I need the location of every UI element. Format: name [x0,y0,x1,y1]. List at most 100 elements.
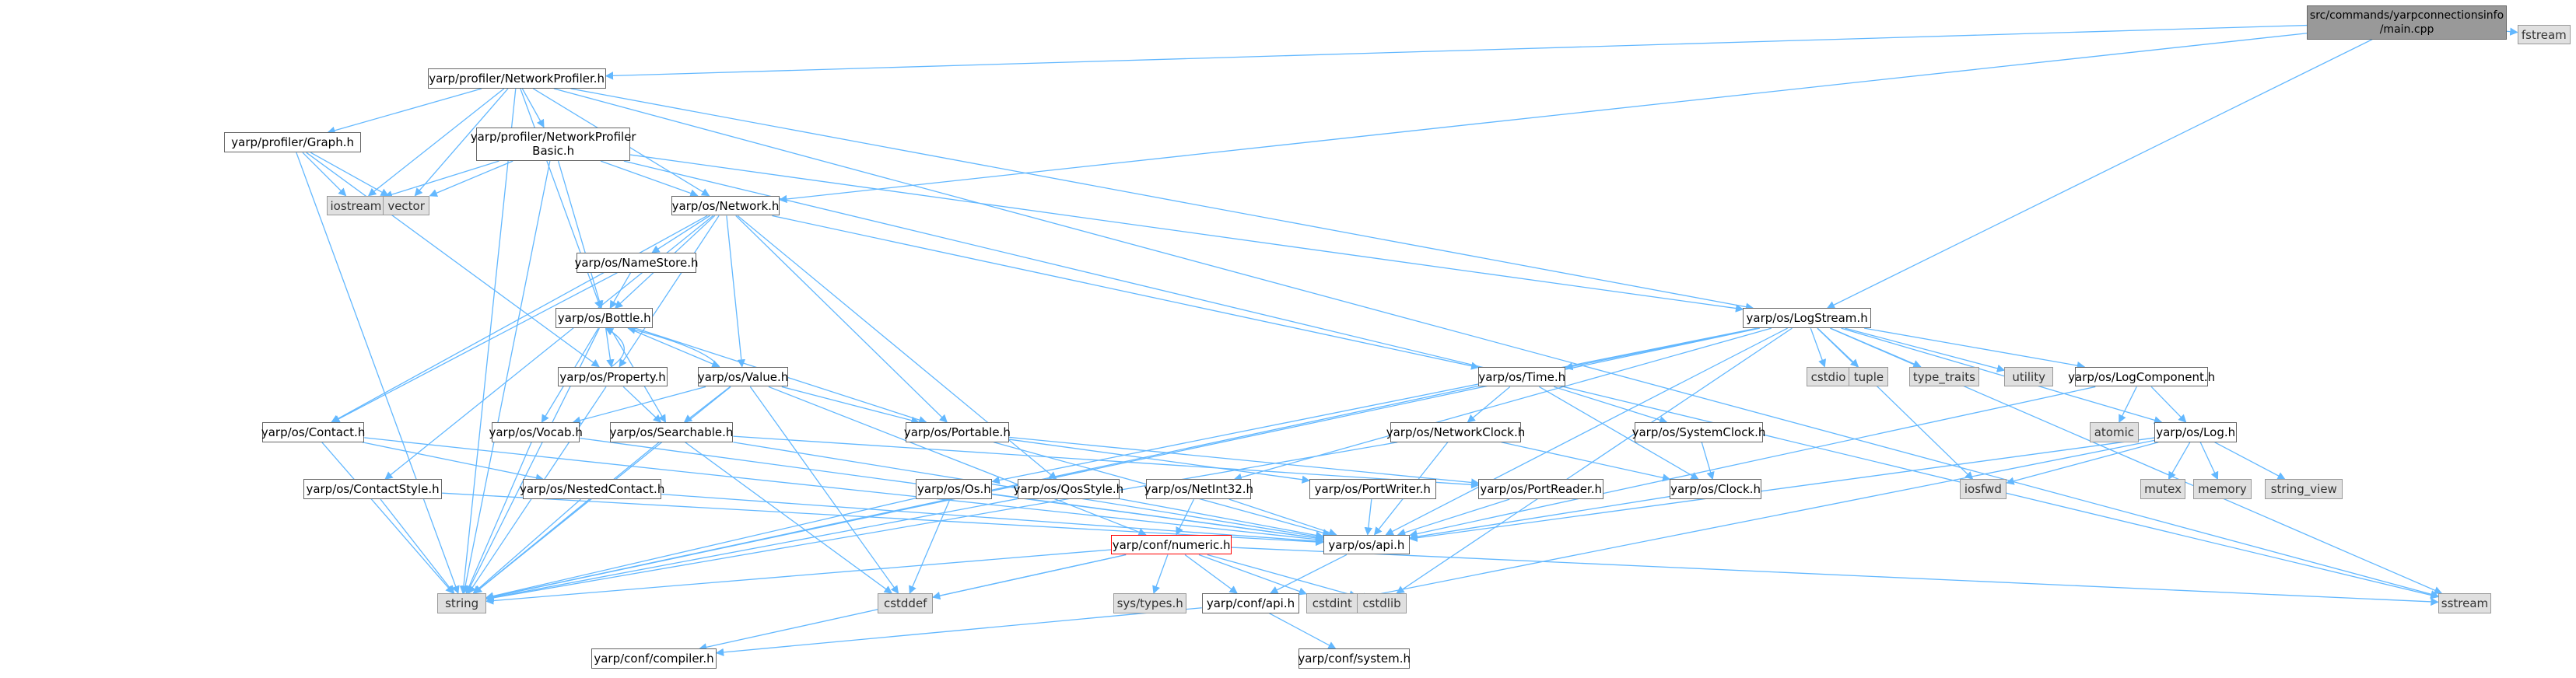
node-stringview: string_view [2265,479,2343,500]
edge-logstream-to-apih [1385,327,1788,536]
node-property[interactable]: yarp/os/Property.h [558,366,668,387]
edge-portable-to-portwriter [1008,439,1310,484]
node-system[interactable]: yarp/conf/system.h [1298,648,1411,669]
node-portable[interactable]: yarp/os/Portable.h [904,422,1011,442]
edge-log-to-stringview [2214,442,2286,480]
node-contactstyle[interactable]: yarp/os/ContactStyle.h [303,479,443,500]
node-systemclock[interactable]: yarp/os/SystemClock.h [1632,422,1765,442]
edge-logcomponent-to-atomic [2119,386,2137,423]
edge-value-to-bottle [627,326,720,368]
edge-os-to-string [485,497,916,600]
edge-netprof-to-sstream [553,88,2439,599]
node-cstddef: cstddef [878,593,933,613]
node-memory: memory [2193,479,2252,500]
node-fstream: fstream [2517,24,2571,45]
edge-os-to-apih [992,494,1324,542]
node-qosstyle[interactable]: yarp/os/QosStyle.h [1014,479,1123,500]
edge-searchable-to-string [473,442,660,594]
edge-log-to-mutex [2168,442,2191,481]
edge-network-to-namestore [651,215,710,253]
edge-logstream-to-log [1841,327,2163,425]
node-confapi[interactable]: yarp/conf/api.h [1201,593,1300,613]
node-contact[interactable]: yarp/os/Contact.h [261,422,365,442]
node-searchable[interactable]: yarp/os/Searchable.h [610,422,733,442]
node-networkclock[interactable]: yarp/os/NetworkClock.h [1386,422,1525,442]
edge-value-to-portable [781,386,920,425]
edge-log-to-apih [1409,437,2155,542]
node-nestedcontact[interactable]: yarp/os/NestedContact.h [520,479,664,500]
node-vocab[interactable]: yarp/os/Vocab.h [489,422,583,442]
edge-graph-to-string [296,152,460,594]
edge-namestore-to-contact [331,272,618,423]
edge-property-to-bottle [605,327,625,368]
edge-netprof-to-bottle [520,88,602,309]
edge-logstream-to-netint32 [1233,327,1772,481]
node-iostream: iostream [327,195,385,216]
edge-netprofbasic-to-network [600,160,699,197]
node-portreader[interactable]: yarp/os/PortReader.h [1478,479,1604,500]
edge-logcomponent-to-log [2150,386,2187,423]
edge-bottle-to-string [466,327,600,594]
node-time[interactable]: yarp/os/Time.h [1478,366,1565,387]
node-bottle[interactable]: yarp/os/Bottle.h [556,308,654,329]
edge-systemclock-to-clock [1701,442,1715,481]
edge-netprof-to-graph [327,88,482,135]
edge-portable-to-portreader [1008,436,1480,487]
edge-numeric-to-sstream [1231,547,2439,606]
node-atomic: atomic [2090,422,2139,442]
node-namestore[interactable]: yarp/os/NameStore.h [574,253,698,273]
node-utility: utility [2004,366,2053,387]
edge-value-to-numeric [768,386,1147,536]
edge-log-to-memory [2199,442,2219,481]
edge-netprofbasic-to-iostream [384,160,499,199]
node-compiler[interactable]: yarp/conf/compiler.h [591,648,717,669]
node-log[interactable]: yarp/os/Log.h [2154,422,2238,442]
edge-graph-to-vector [310,152,389,197]
node-numeric[interactable]: yarp/conf/numeric.h [1111,534,1232,555]
edge-qosstyle-to-string [485,498,1018,602]
node-netprof[interactable]: yarp/profiler/NetworkProfiler.h [427,68,606,89]
edge-numeric-to-cstdint [1198,554,1307,596]
edge-graph-to-property [306,152,600,368]
edge-logstream-to-sstream [1830,327,2443,595]
edge-network-to-contact [331,215,708,423]
node-root: src/commands/yarpconnectionsinfo /main.c… [2307,5,2507,40]
node-clock[interactable]: yarp/os/Clock.h [1670,479,1761,500]
edge-networkclock-to-string [485,442,1398,603]
edge-log-to-cstdint [1357,439,2155,601]
edge-value-to-vocab [572,386,706,425]
node-value[interactable]: yarp/os/Value.h [698,366,788,387]
edge-network-to-qosstyle [737,215,1057,481]
edge-numeric-to-cstddef [931,554,1127,600]
node-tuple: tuple [1849,366,1889,387]
edge-searchable-to-portreader [733,435,1480,489]
node-portwriter[interactable]: yarp/os/PortWriter.h [1309,479,1436,500]
edge-os-to-cstddef [909,498,951,594]
node-cstdio: cstdio [1806,366,1851,387]
node-logstream[interactable]: yarp/os/LogStream.h [1743,308,1871,329]
edge-contact-to-string [321,442,454,594]
edge-value-to-cstddef [749,386,899,594]
node-netint32[interactable]: yarp/os/NetInt32.h [1144,479,1253,500]
edge-network-to-property [619,215,720,368]
node-mutex: mutex [2140,479,2186,500]
edge-portwriter-to-apih [1364,499,1373,536]
node-cstdint: cstdint [1306,593,1358,613]
edge-root-to-netprof [605,24,2308,80]
node-cstdlib: cstdlib [1356,593,1407,613]
edge-numeric-to-cstdlib [1207,554,1358,599]
edge-root-to-logstream [1826,38,2373,309]
node-netprofbasic[interactable]: yarp/profiler/NetworkProfiler Basic.h [471,127,636,162]
node-network[interactable]: yarp/os/Network.h [671,195,780,216]
node-graph[interactable]: yarp/profiler/Graph.h [223,132,362,153]
edge-netprof-to-netprofbasic [521,88,545,128]
node-os[interactable]: yarp/os/Os.h [916,479,993,500]
edge-confapi-to-system [1269,613,1337,649]
edge-logstream-to-cstdlib [1396,327,1793,594]
edge-contact-to-nestedcontact [362,442,545,482]
edge-logstream-to-iosfwd [1817,327,1974,481]
node-apih[interactable]: yarp/os/api.h [1323,534,1411,555]
node-logcomponent[interactable]: yarp/os/LogComponent.h [2068,366,2215,387]
edge-bottle-to-value [628,327,720,368]
